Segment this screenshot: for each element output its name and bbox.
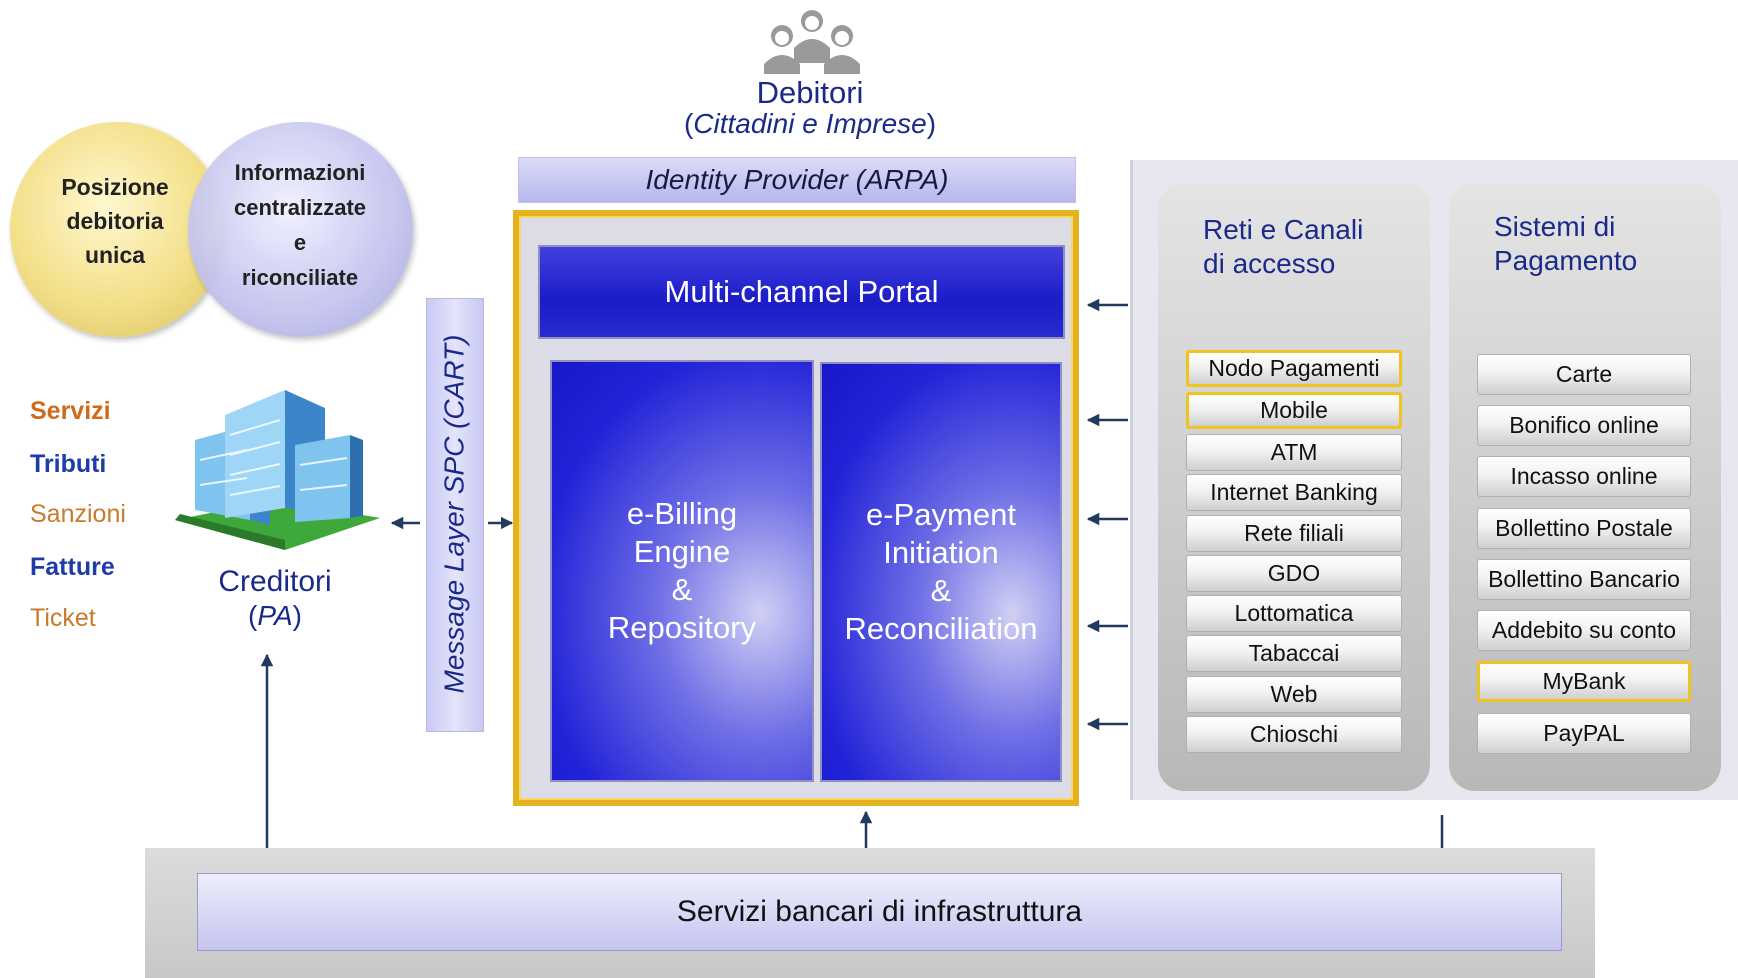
payment-system-item: Incasso online (1477, 456, 1691, 497)
service-item-sanzioni: Sanzioni (30, 500, 126, 528)
service-item-ticket: Ticket (30, 604, 96, 632)
debtors-subtitle: (Cittadini e Imprese) (683, 108, 937, 139)
channel-item: ATM (1186, 434, 1402, 471)
payment-system-item: MyBank (1477, 661, 1691, 702)
payment-system-item: Addebito su conto (1477, 610, 1691, 651)
info-centralized-circle (188, 122, 413, 337)
identity-provider-bar: Identity Provider (ARPA) (518, 157, 1076, 203)
payment-system-item: Carte (1477, 354, 1691, 395)
channel-item: Rete filiali (1186, 515, 1402, 552)
message-layer-label: Message Layer SPC (CART) (438, 334, 469, 694)
channel-item: Web (1186, 676, 1402, 713)
channel-item: Chioschi (1186, 716, 1402, 753)
people-group-icon (764, 10, 860, 74)
channel-item: Lottomatica (1186, 595, 1402, 632)
debtors-title: Debitori (756, 75, 864, 110)
channel-item: Nodo Pagamenti (1186, 350, 1402, 387)
creditori-subtitle: (PA) (248, 600, 302, 631)
payment-system-item: Bollettino Bancario (1477, 559, 1691, 600)
infrastructure-services-bar: Servizi bancari di infrastruttura (197, 873, 1562, 951)
multichannel-portal-box: Multi-channel Portal (538, 245, 1065, 339)
channel-item: Mobile (1186, 392, 1402, 429)
channel-item: Internet Banking (1186, 474, 1402, 511)
office-building-icon (175, 390, 380, 550)
channel-item: GDO (1186, 555, 1402, 592)
service-item-tributi: Tributi (30, 450, 107, 478)
payment-system-item: Bollettino Postale (1477, 508, 1691, 549)
creditori-title: Creditori (218, 565, 332, 598)
payment-system-item: Bonifico online (1477, 405, 1691, 446)
service-item-servizi: Servizi (30, 397, 111, 425)
channel-item: Tabaccai (1186, 635, 1402, 672)
message-layer-bar (426, 298, 484, 732)
payment-system-item: PayPAL (1477, 713, 1691, 754)
service-item-fatture: Fatture (30, 553, 115, 581)
